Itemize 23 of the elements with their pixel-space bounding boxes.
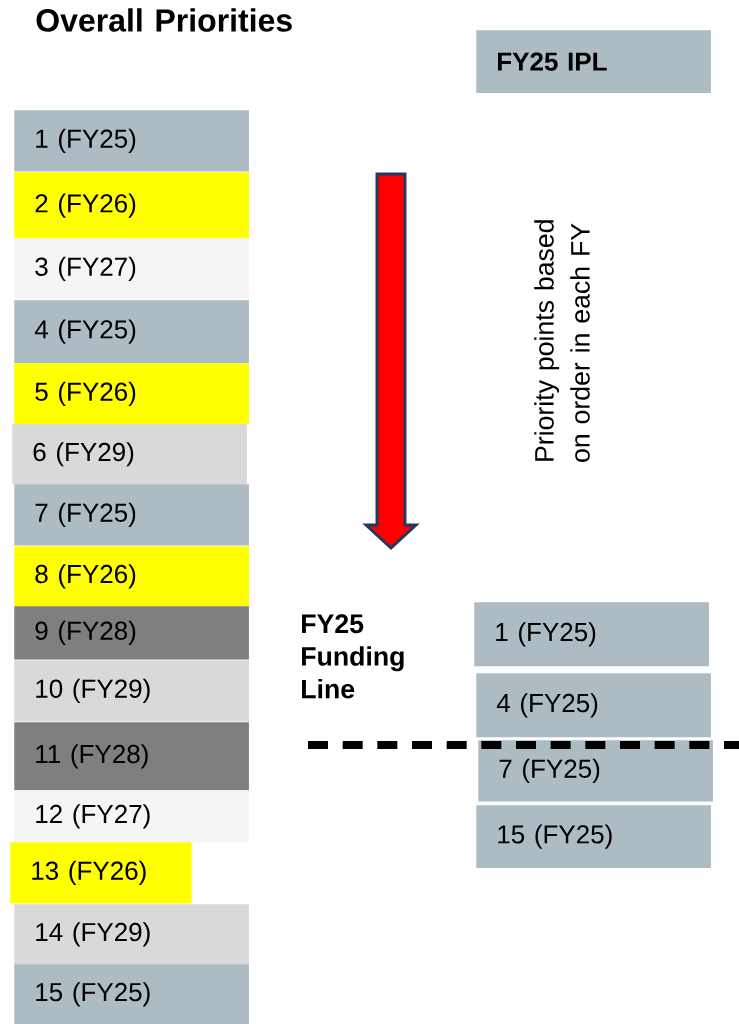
header-box: FY25 IPL [476, 30, 711, 93]
priority-box: 15 (FY25) [476, 805, 711, 868]
priority-box: 14 (FY29) [14, 904, 249, 965]
priority-box: 11 (FY28) [14, 722, 249, 791]
priority-box: 8 (FY26) [14, 546, 249, 607]
priority-box: 2 (FY26) [14, 172, 249, 239]
rotated-note: Priority points based on order in each FY [534, 220, 590, 462]
priority-box: 4 (FY25) [476, 673, 711, 738]
priority-box: 13 (FY26) [10, 842, 192, 904]
funding-line-label: FY25 Funding Line [302, 614, 404, 699]
priority-box: 7 (FY25) [14, 484, 249, 546]
priority-box: 9 (FY28) [14, 606, 249, 660]
priority-box: 4 (FY25) [14, 300, 249, 363]
priority-box: 7 (FY25) [478, 740, 713, 802]
priority-box: 12 (FY27) [14, 790, 249, 843]
priority-box: 10 (FY29) [14, 660, 249, 722]
priority-box: 1 (FY25) [14, 110, 249, 172]
priority-box: 3 (FY27) [14, 238, 249, 300]
priority-box: 15 (FY25) [14, 964, 249, 1024]
priority-box: 1 (FY25) [474, 602, 709, 667]
priority-box: 6 (FY29) [12, 424, 247, 485]
priority-box: 5 (FY26) [14, 363, 249, 425]
column-heading: Overall Priorities [36, 8, 292, 32]
